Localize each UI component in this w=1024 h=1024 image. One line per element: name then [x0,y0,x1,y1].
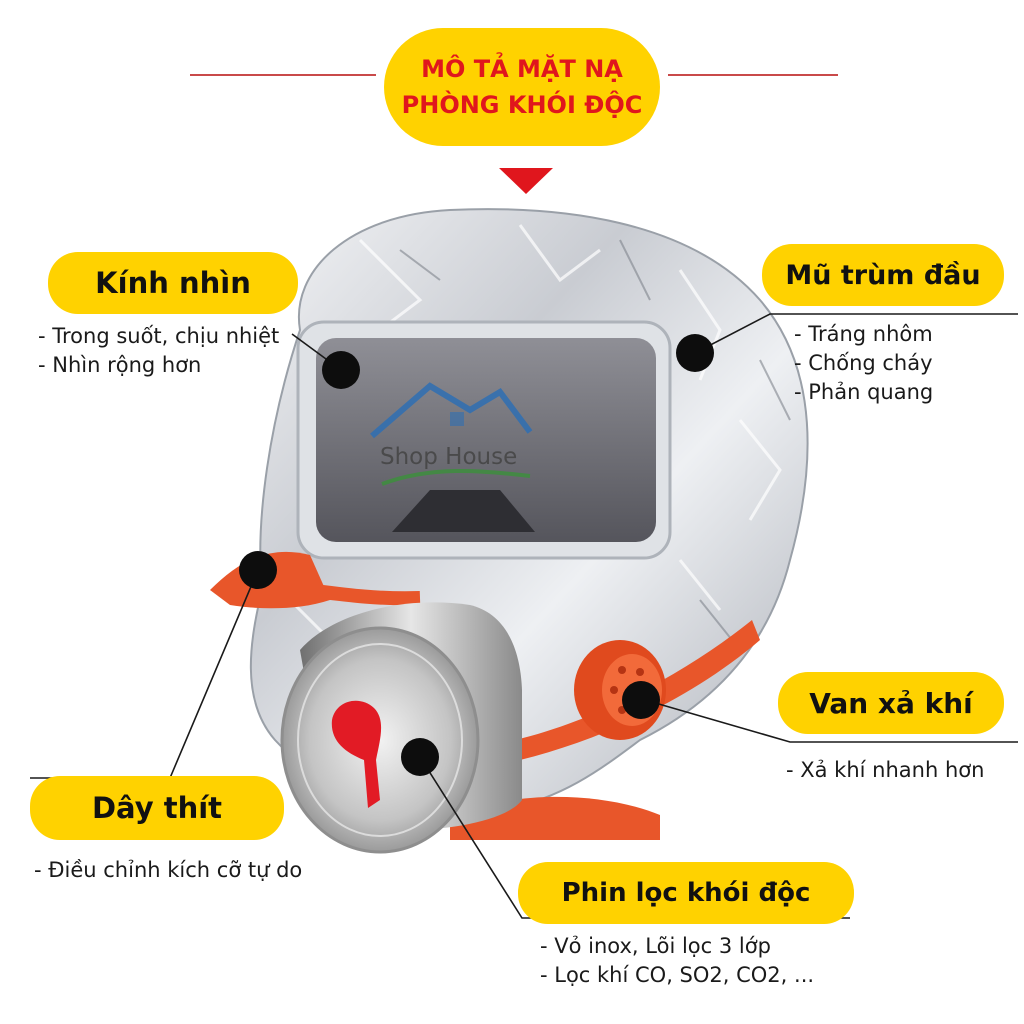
strap-description: - Điều chỉnh kích cỡ tự do [34,856,302,885]
filter-label: Phin lọc khói độc [518,862,854,924]
lens-label: Kính nhìn [48,252,298,314]
page-title: MÔ TẢ MẶT NẠ PHÒNG KHÓI ĐỘC [384,28,660,146]
callout-dot-strap [239,551,277,589]
valve-desc-line-1: - Xả khí nhanh hơn [786,758,985,782]
callout-dot-hood [676,334,714,372]
title-line-1: MÔ TẢ MẶT NẠ [421,55,623,83]
filter-description: - Vỏ inox, Lõi lọc 3 lớp - Lọc khí CO, S… [540,932,814,990]
valve-label: Van xả khí [778,672,1004,734]
callout-dot-lens [322,351,360,389]
down-arrow-icon [499,168,553,194]
lens-desc-line-1: - Trong suốt, chịu nhiệt [38,324,280,348]
hood-label: Mũ trùm đầu [762,244,1004,306]
watermark-text: Shop House [380,444,518,470]
watermark-logo [370,382,533,486]
lens-description: - Trong suốt, chịu nhiệt - Nhìn rộng hơn [38,322,279,380]
callout-dot-filter [401,738,439,776]
title-line-2: PHÒNG KHÓI ĐỘC [401,91,643,119]
title-rule-right [668,74,838,76]
hood-desc-line-1: - Tráng nhôm [794,322,933,346]
hood-description: - Tráng nhôm - Chống cháy - Phản quang [794,320,933,407]
lens-desc-line-2: - Nhìn rộng hơn [38,353,202,377]
valve-description: - Xả khí nhanh hơn [786,756,984,785]
filter-desc-line-2: - Lọc khí CO, SO2, CO2, ... [540,963,815,987]
callout-dot-valve [622,681,660,719]
filter-desc-line-1: - Vỏ inox, Lõi lọc 3 lớp [540,934,771,958]
hood-desc-line-2: - Chống cháy [794,351,933,375]
strap-label: Dây thít [30,776,284,840]
filter-canister-face [280,626,480,854]
title-rule-left [190,74,376,76]
hood-desc-line-3: - Phản quang [794,380,934,404]
strap-desc-line-1: - Điều chỉnh kích cỡ tự do [34,858,303,882]
lens-glass [316,338,656,542]
